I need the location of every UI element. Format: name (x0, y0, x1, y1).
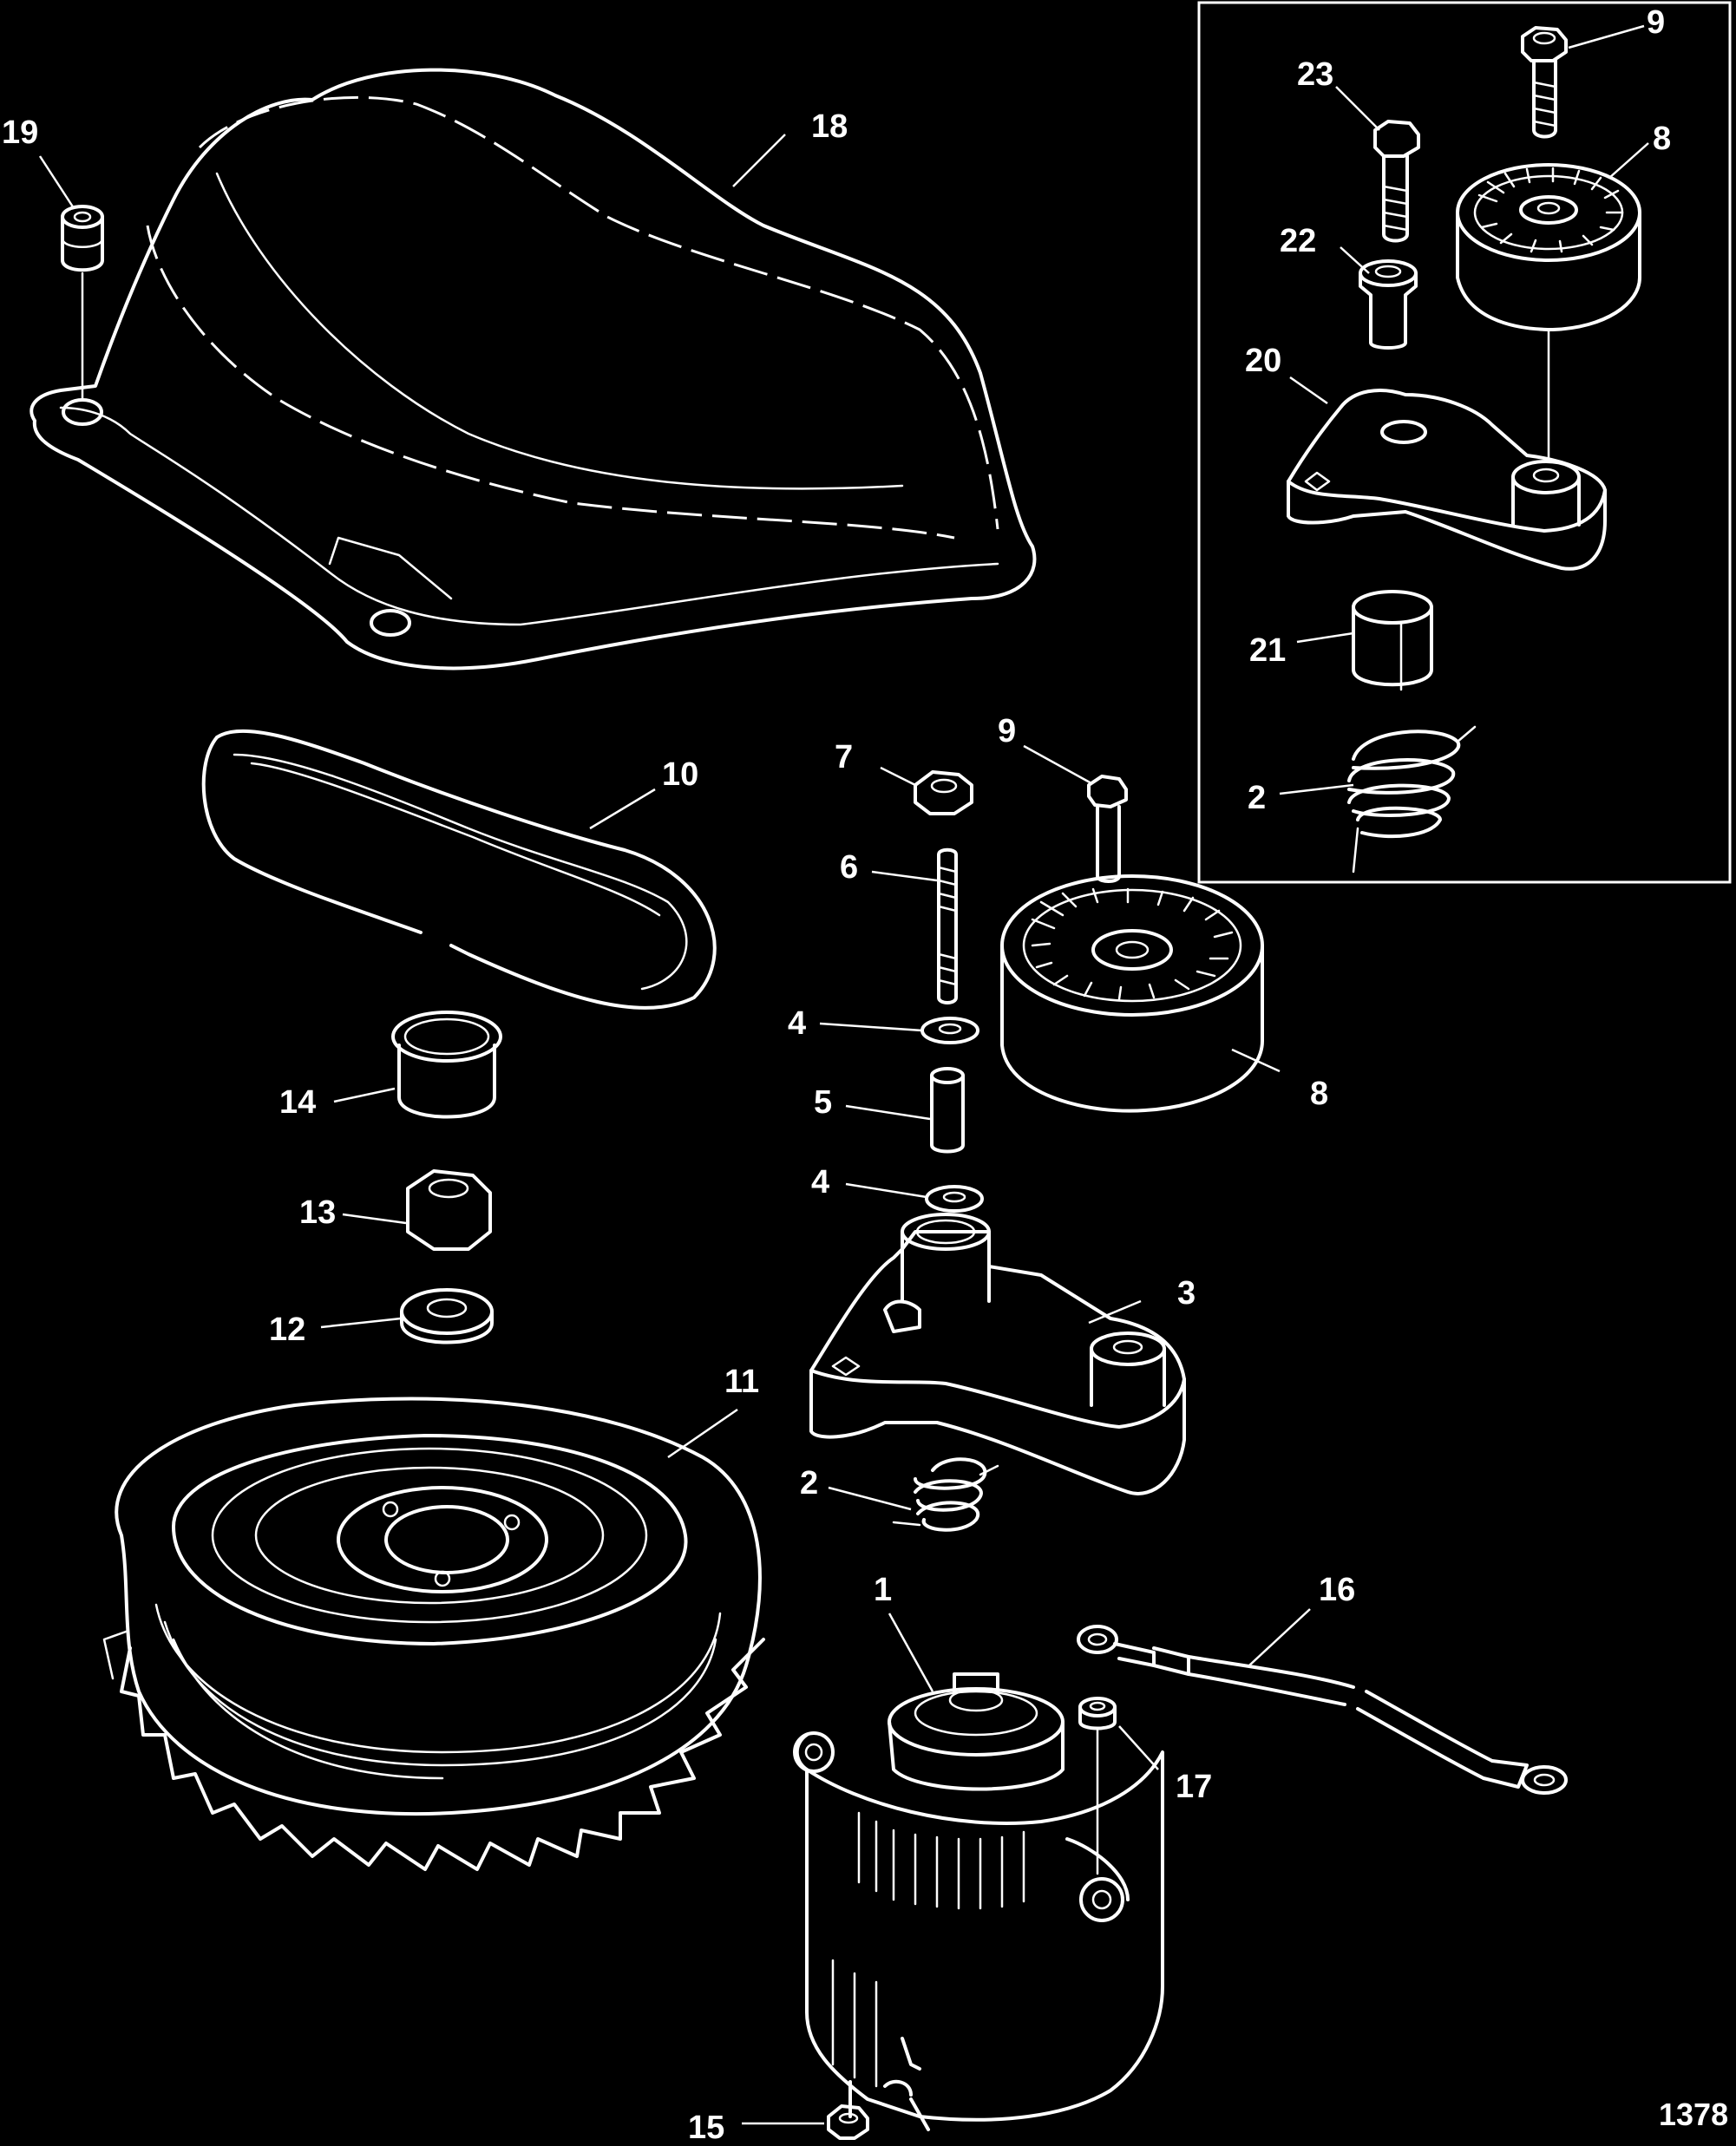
figure-number: 1378 (1659, 2097, 1728, 2132)
callout-2-inset: 2 (1248, 780, 1266, 816)
bushing-part-22 (1359, 259, 1418, 350)
nut-part-15 (827, 2104, 869, 2140)
idler-pulley-part-8-inset (1456, 163, 1641, 461)
callout-7: 7 (835, 739, 853, 775)
callout-21: 21 (1249, 632, 1286, 669)
spring-part-2 (892, 1457, 999, 1532)
callout-14: 14 (279, 1084, 316, 1121)
callout-16: 16 (1319, 1572, 1355, 1608)
callout-18: 18 (811, 108, 848, 145)
nut-part-7 (914, 770, 973, 815)
washer-part-17 (1078, 1697, 1117, 1875)
alternator-part-1 (793, 1672, 1164, 2131)
nut-part-13 (406, 1169, 492, 1251)
callout-4-upper: 4 (788, 1005, 806, 1042)
drive-belt-part-10 (201, 729, 717, 1010)
stud-part-6 (937, 847, 958, 1004)
bolt-part-9 (1087, 775, 1128, 883)
callout-8-inset: 8 (1653, 121, 1671, 157)
bolt-part-9-inset (1521, 26, 1568, 139)
callout-15: 15 (688, 2110, 724, 2146)
callout-20: 20 (1245, 343, 1281, 379)
tensioner-arm-part-20 (1287, 389, 1607, 571)
callout-9-inset: 9 (1647, 4, 1665, 41)
callout-10: 10 (662, 756, 698, 793)
callout-12: 12 (269, 1312, 305, 1348)
spacer-part-5 (930, 1067, 965, 1154)
callout-2: 2 (800, 1465, 818, 1502)
callout-23: 23 (1297, 56, 1333, 93)
callout-19: 19 (2, 114, 38, 151)
washer-part-12 (400, 1288, 494, 1345)
bushing-part-21 (1352, 590, 1433, 691)
callout-5: 5 (814, 1084, 832, 1121)
leader-lines (38, 24, 1649, 2125)
callout-11: 11 (724, 1364, 759, 1400)
bolt-part-23 (1373, 120, 1420, 243)
callout-labels: 19 18 10 7 9 6 4 5 4 8 3 2 11 14 13 12 1… (2, 4, 1671, 2146)
washer-part-4-lower (925, 1185, 984, 1213)
inset-frame (1197, 1, 1732, 884)
callout-13: 13 (299, 1194, 336, 1231)
washer-part-4-upper (920, 1017, 979, 1044)
callout-8: 8 (1310, 1076, 1328, 1112)
tensioner-arm-part-3 (809, 1213, 1186, 1495)
callout-17: 17 (1176, 1769, 1212, 1805)
belt-cover-part-18 (29, 68, 1037, 671)
bushing-part-14 (391, 1011, 502, 1119)
callout-6: 6 (840, 849, 858, 886)
idler-pulley-part-8 (1000, 874, 1264, 1113)
spring-part-2-inset (1347, 725, 1477, 873)
grommet-part-19 (61, 205, 104, 401)
callout-3: 3 (1177, 1275, 1196, 1312)
callout-22: 22 (1280, 223, 1316, 259)
callout-9: 9 (998, 713, 1016, 749)
callout-1: 1 (874, 1572, 892, 1608)
callout-4-lower: 4 (811, 1164, 829, 1201)
cable-part-16 (1077, 1625, 1568, 1795)
flywheel-part-11 (102, 1397, 765, 1871)
